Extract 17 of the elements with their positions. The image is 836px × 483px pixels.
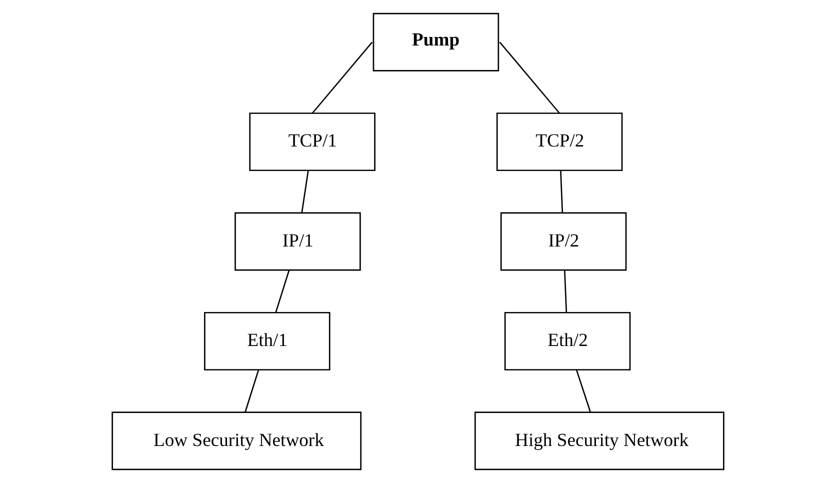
connector [499,42,560,114]
node-box: High Security Network [474,412,724,470]
node-box: IP/2 [500,212,627,271]
connector [560,170,564,213]
connector [312,42,373,114]
node-box: Pump [372,12,500,72]
connector [244,370,260,412]
node-box: IP/1 [234,212,361,271]
node-box: TCP/1 [249,112,376,172]
node-box: Eth/2 [504,312,631,370]
connector [301,170,309,213]
connector [275,270,290,313]
node-box: Low Security Network [112,412,362,470]
node-box: TCP/2 [496,112,623,172]
connector [564,270,568,313]
connector [576,370,592,412]
node-box: Eth/1 [204,312,330,370]
